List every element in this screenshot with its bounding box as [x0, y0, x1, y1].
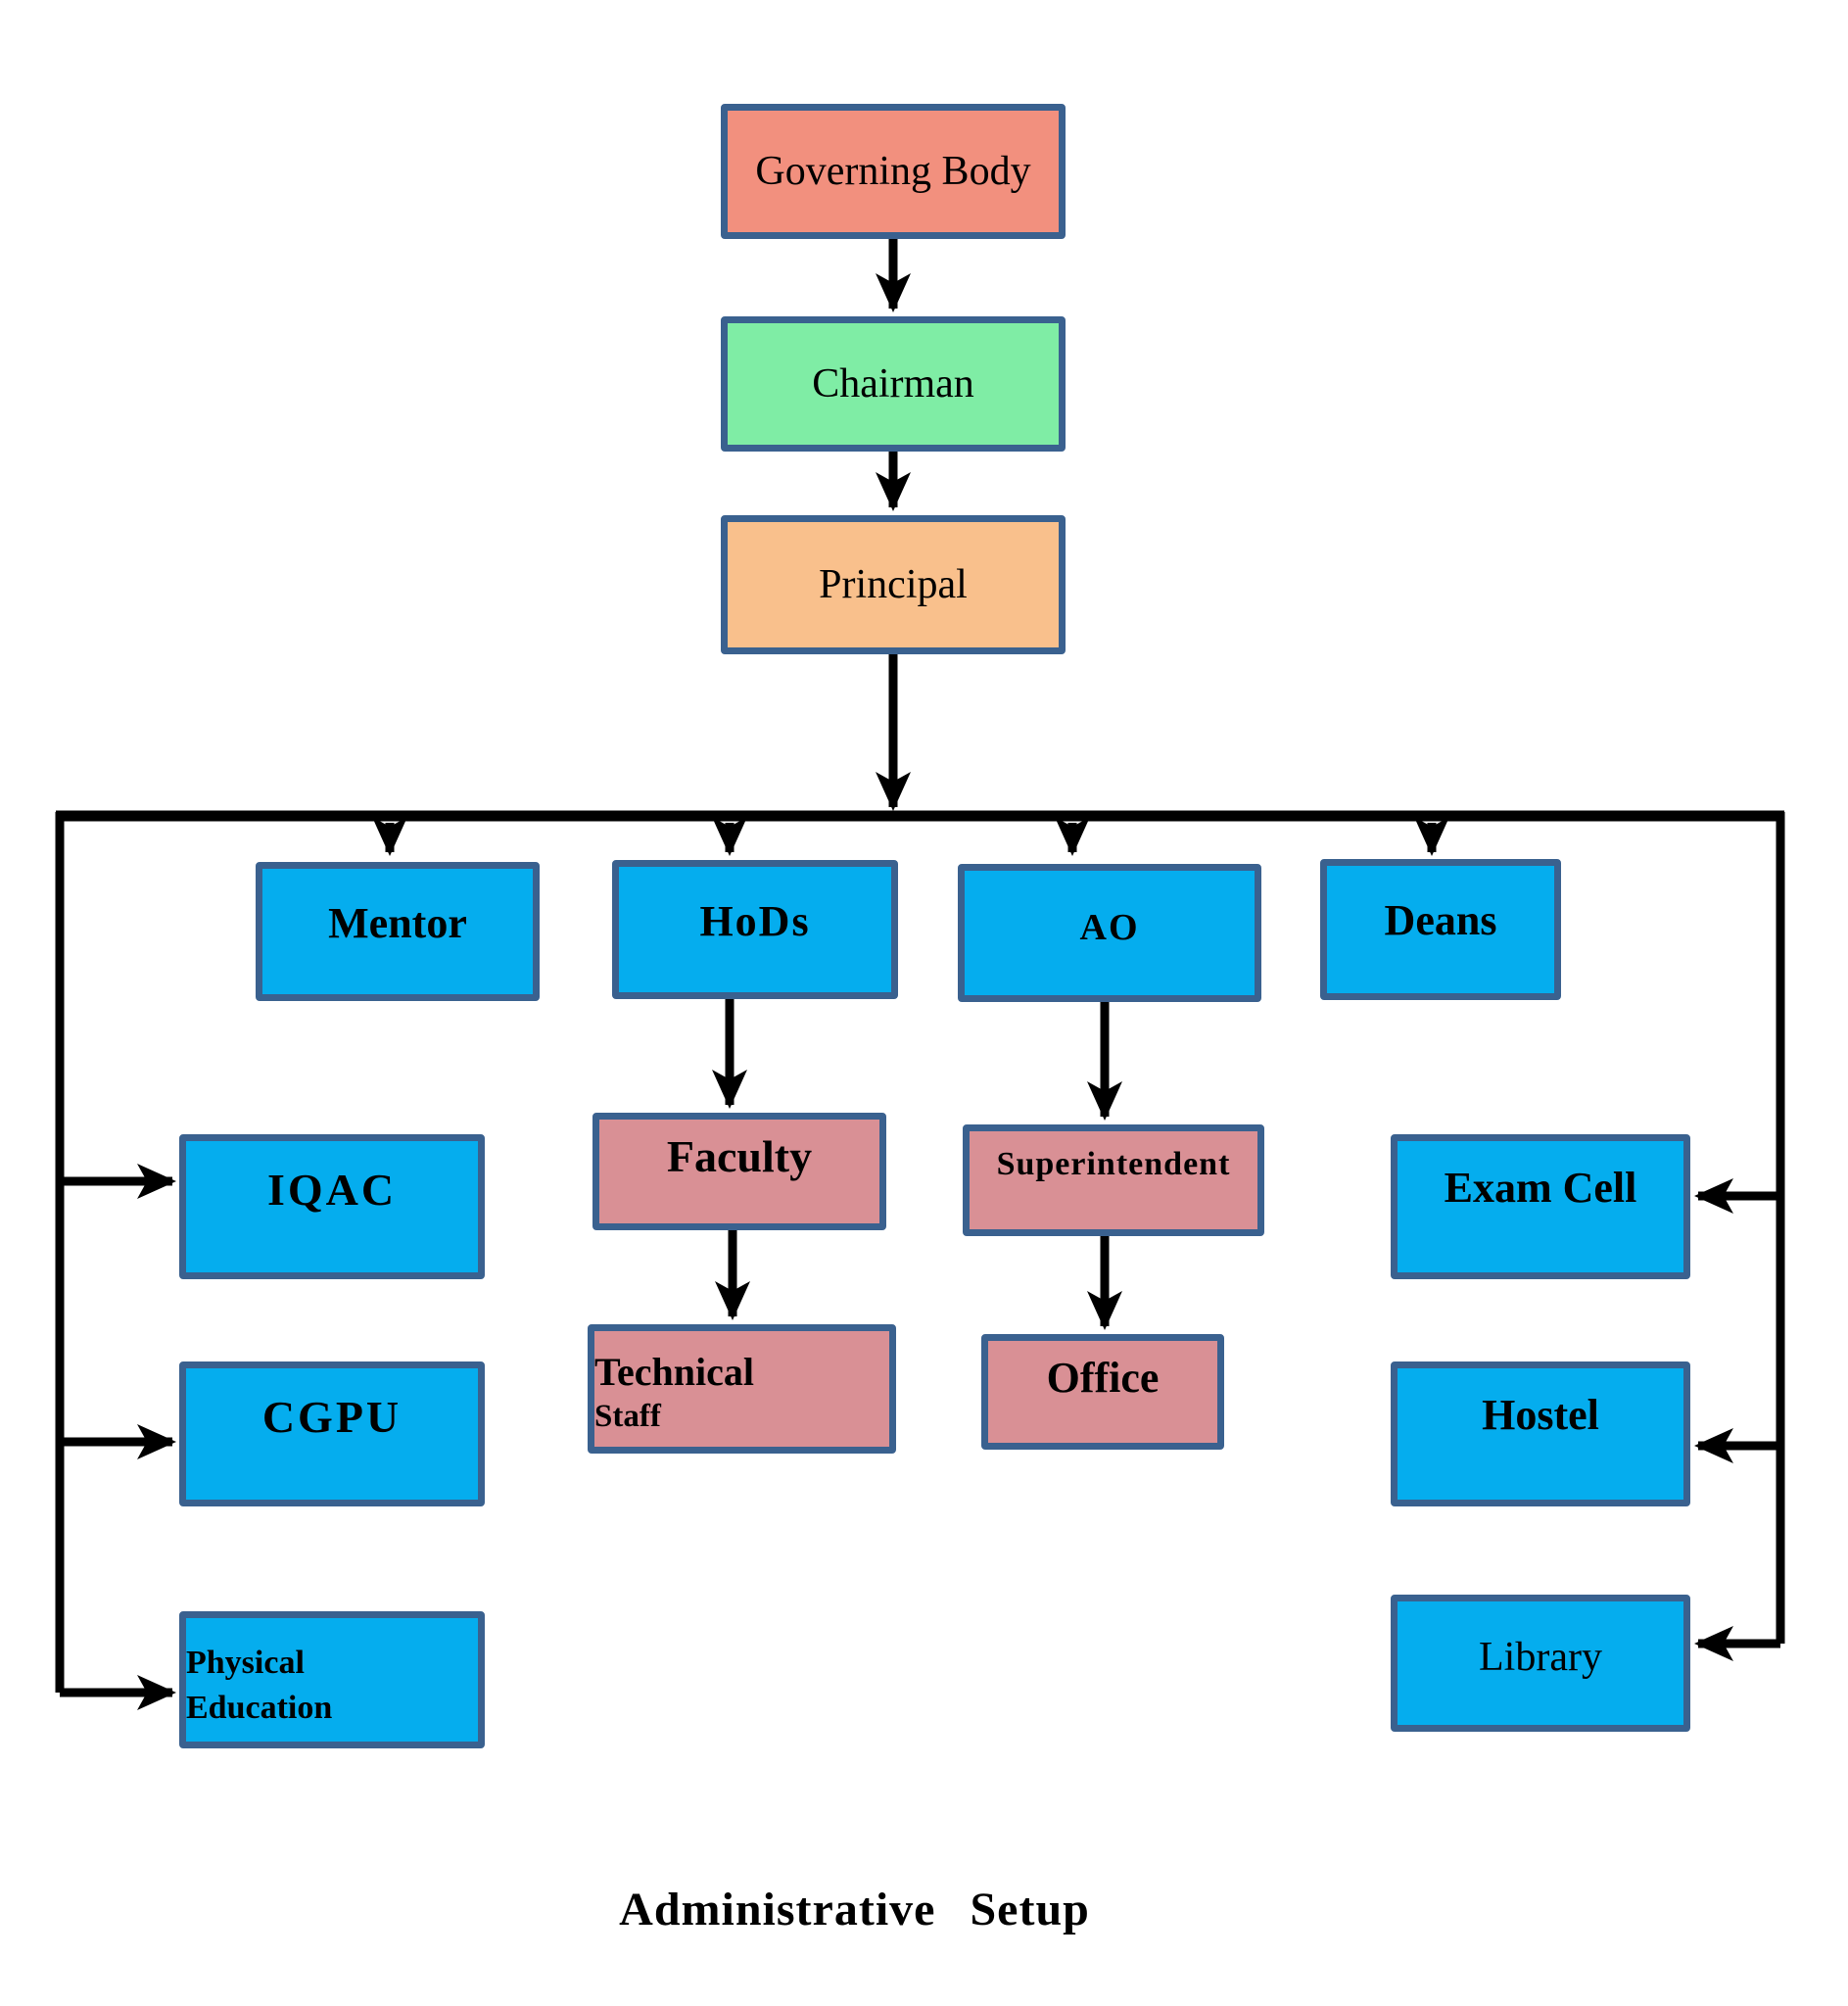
node-chairman: Chairman — [721, 316, 1066, 452]
node-label: IQAC — [266, 1165, 398, 1215]
node-hods: HoDs — [612, 860, 898, 999]
node-technical-staff: Technical Staff — [588, 1324, 896, 1454]
node-cgpu: CGPU — [179, 1361, 485, 1506]
node-hostel: Hostel — [1391, 1361, 1690, 1506]
node-label-line2: Education — [186, 1690, 333, 1726]
node-iqac: IQAC — [179, 1134, 485, 1279]
node-label: Library — [1479, 1635, 1602, 1680]
node-label: Superintendent — [996, 1146, 1231, 1182]
node-office: Office — [981, 1334, 1224, 1450]
node-superintendent: Superintendent — [963, 1124, 1264, 1236]
node-principal: Principal — [721, 515, 1066, 654]
node-label: Hostel — [1482, 1391, 1599, 1439]
node-label: AO — [1079, 907, 1140, 948]
node-label: Governing Body — [755, 148, 1031, 194]
node-physical-education: Physical Education — [179, 1611, 485, 1748]
node-label: Faculty — [666, 1131, 813, 1181]
node-label: Deans — [1384, 896, 1497, 944]
node-ao: AO — [958, 864, 1261, 1002]
node-exam-cell: Exam Cell — [1391, 1134, 1690, 1279]
node-deans: Deans — [1320, 859, 1561, 1000]
node-label-line2: Staff — [594, 1399, 661, 1435]
node-label-line1: Physical — [186, 1645, 305, 1682]
node-label: Mentor — [328, 899, 467, 947]
node-mentor: Mentor — [256, 862, 540, 1001]
node-label: CGPU — [261, 1392, 403, 1442]
node-label: HoDs — [699, 897, 811, 945]
node-governing-body: Governing Body — [721, 104, 1066, 239]
node-label: Exam Cell — [1444, 1164, 1637, 1212]
node-library: Library — [1391, 1595, 1690, 1732]
node-faculty: Faculty — [592, 1113, 886, 1230]
diagram-title: Administrative Setup — [619, 1884, 1090, 1935]
node-label: Chairman — [812, 360, 974, 406]
node-label: Office — [1046, 1354, 1160, 1402]
node-label: Principal — [819, 561, 968, 607]
node-label-line1: Technical — [594, 1350, 754, 1395]
